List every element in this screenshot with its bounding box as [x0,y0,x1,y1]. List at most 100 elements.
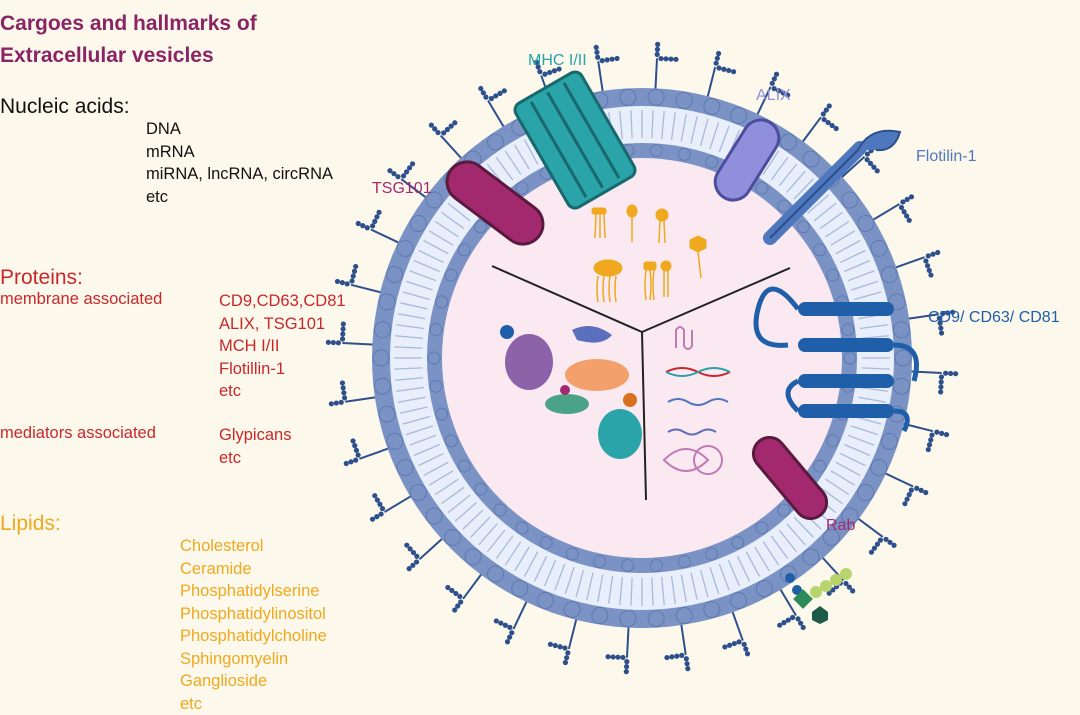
glycan-bead [774,72,779,77]
protein-tag [623,393,637,407]
rab-label: Rab [826,517,855,535]
glycan-bead [939,431,944,436]
glycan-bead [891,543,896,548]
protein-blob [545,394,589,414]
lipid-head [537,592,553,608]
glycan-stem [420,538,444,559]
glycan-bead [772,76,777,81]
lipid-head [756,522,768,534]
glycan-bead [353,458,358,463]
lipid-head [445,435,457,447]
lipid-head [893,378,909,394]
glycan-bead [354,448,359,453]
glycan-bead [935,250,940,255]
glycan-stem [857,518,883,537]
glycan-bead [350,438,355,443]
glycan-bead [673,57,678,62]
glycan-bead [827,103,832,108]
lipid-head [620,611,636,627]
glycan-bead [502,88,507,93]
glycan-bead [341,321,346,326]
glycan-bead [410,161,415,166]
lipid-head [540,537,552,549]
glycan-bead [478,86,483,91]
glycan-bead [944,432,949,437]
glycan-bead [349,278,354,283]
glycan-bead [326,340,331,345]
glycan-bead [340,380,345,385]
lipid-head [676,92,692,108]
glycan-bead [929,432,934,437]
glycan-bead [926,447,931,452]
lipid-head [803,549,819,565]
glycan-bead [445,585,450,590]
glycan-bead [547,70,552,75]
lipid-head [871,240,887,256]
glycan-bead [345,281,350,286]
glycan-bead [875,168,880,173]
glycan-bead [927,268,932,273]
glycan-bead [834,126,839,131]
glycan-bead [655,42,660,47]
glycan-bead [341,385,346,390]
lipid-head [436,408,448,420]
glycan-bead [658,56,663,61]
glycan-stem [513,600,527,629]
glycan-bead [938,389,943,394]
glycan-bead [351,274,356,279]
glycan-bead [923,258,928,263]
glycan-bead [558,644,563,649]
lipid-head [827,435,839,447]
glycan-stem [371,229,400,243]
glycan-bead [721,67,726,72]
glycan-bead [595,55,600,60]
lipid-head [426,508,442,524]
glycan-stem [569,618,577,649]
glycan-bead [624,669,629,674]
lipid-head [387,433,403,449]
glycan-bead [907,218,912,223]
glycan-bead [939,379,944,384]
glycan-bead [344,461,349,466]
glycan-bead [352,269,357,274]
lipid-head [564,601,580,617]
glycan-stem [441,136,462,160]
glycan-bead [548,642,553,647]
lipid-head [430,324,442,336]
lipid-head [488,566,504,582]
glycan-stem [351,285,382,293]
glycan-bead [943,371,948,376]
glycan-bead [356,221,361,226]
glycan-bead [714,61,719,66]
lipid-head [676,608,692,624]
lipid-head [375,322,391,338]
glycan-bead [542,72,547,77]
glycan-bead [669,654,674,659]
tsg101-label: TSG101 [372,180,432,198]
glycan-bead [507,635,512,640]
glycan-stem [681,623,686,655]
glycan-bead [939,374,944,379]
lipid-head [893,322,909,338]
glycan-bead [600,58,605,63]
glycan-bead [722,644,727,649]
glycan-stem [463,573,482,599]
lipid-head [620,89,636,105]
glycan-bead [498,620,503,625]
lipid-head [475,483,487,495]
glycan-bead [743,646,748,651]
glycan-bead [909,194,914,199]
protein-blob [598,409,642,459]
glycan-bead [663,56,668,61]
glycan-bead [926,253,931,258]
lipid-head [512,581,528,597]
glycan-bead [716,51,721,56]
lipid-head [648,89,664,105]
glycan-bead [605,654,610,659]
glycan-bead [727,643,732,648]
glycan-bead [938,384,943,389]
glycan-bead [726,68,731,73]
lipid-head [842,324,854,336]
glycan-stem [598,61,603,93]
lipid-head [827,269,839,281]
